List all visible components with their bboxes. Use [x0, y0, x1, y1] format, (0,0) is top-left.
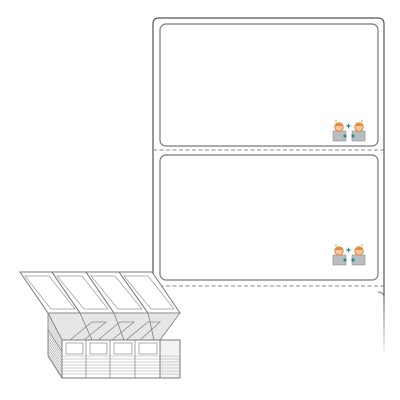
fanfold-stack-front [61, 321, 181, 379]
fanfold-stack-side [47, 329, 63, 379]
label-1 [159, 23, 379, 147]
fanfold-top-strip [19, 271, 181, 314]
label-liner [150, 17, 390, 360]
label-2 [159, 154, 379, 281]
fanfold-stack [19, 271, 181, 379]
